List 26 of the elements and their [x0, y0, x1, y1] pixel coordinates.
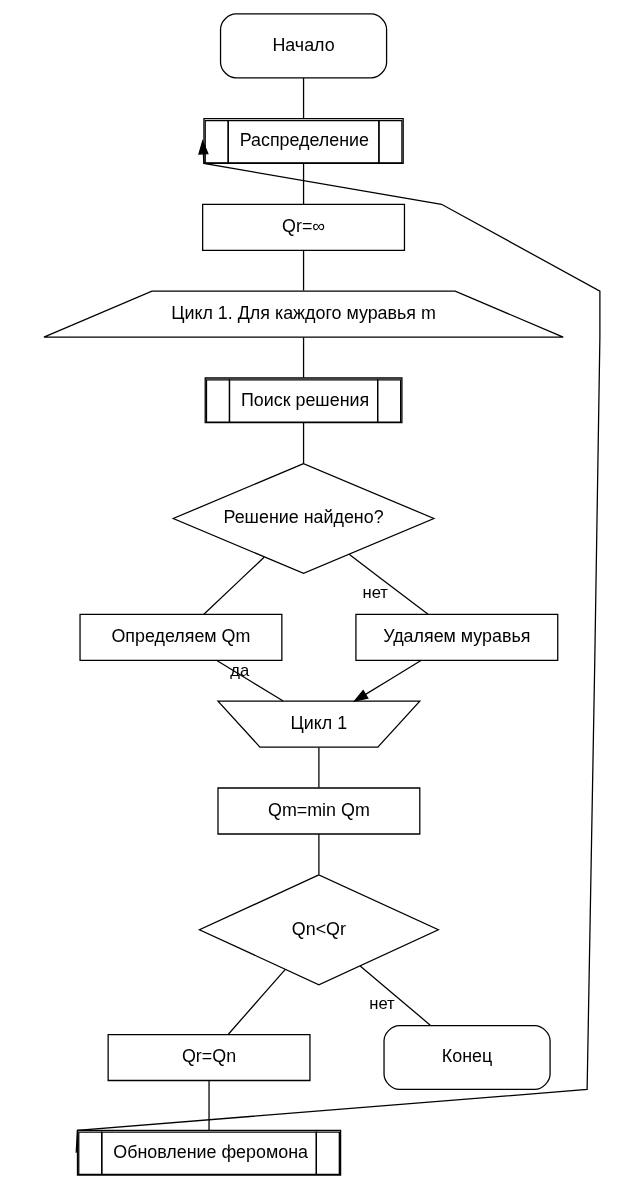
node-box: Начало — [219, 13, 388, 79]
node-box: Qr=Qn — [107, 1033, 311, 1082]
connector — [302, 162, 305, 205]
connector — [203, 556, 265, 615]
node-box: Конец — [383, 1024, 551, 1091]
connector — [302, 250, 305, 292]
connector — [318, 746, 320, 789]
edge-label: нет — [369, 993, 395, 1013]
connector — [216, 659, 284, 702]
node-diamond: Qn<Qr — [197, 874, 440, 986]
connector — [302, 422, 305, 465]
node-box: Qm=min Qm — [217, 787, 421, 835]
connector — [227, 968, 286, 1035]
node-box: Удаляем муравья — [355, 613, 559, 661]
connector — [359, 965, 432, 1027]
connector — [208, 1080, 210, 1131]
edge-label: нет — [362, 582, 388, 602]
node-diamond: Решение найдено? — [171, 462, 436, 575]
connector — [302, 336, 305, 379]
node-box: Определяем Qm — [79, 613, 283, 661]
connector — [302, 77, 305, 120]
arrow — [75, 139, 601, 1154]
connector — [318, 833, 320, 876]
connector — [348, 553, 429, 615]
arrow — [352, 659, 422, 703]
node-box: Qr=∞ — [202, 203, 406, 251]
